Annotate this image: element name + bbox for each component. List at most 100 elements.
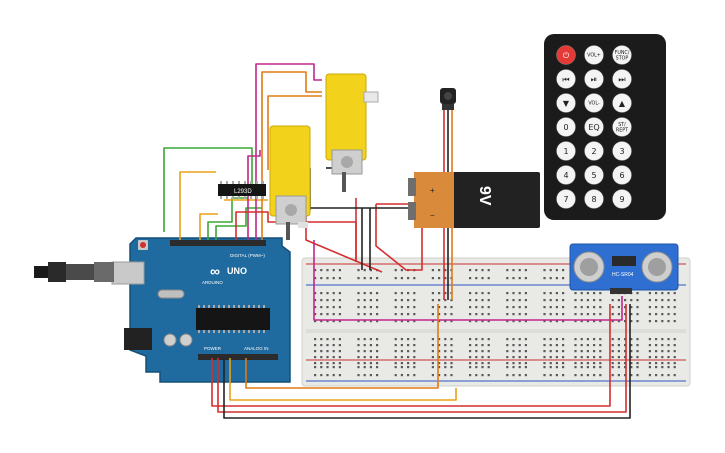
bb-hole[interactable] — [363, 306, 366, 309]
remote-button[interactable]: 2 — [584, 141, 604, 161]
bb-hole[interactable] — [314, 366, 317, 369]
bb-hole[interactable] — [518, 299, 521, 302]
bb-hole[interactable] — [332, 356, 335, 359]
bb-hole[interactable] — [431, 356, 434, 359]
bb-hole[interactable] — [555, 320, 558, 323]
bb-hole[interactable] — [574, 292, 577, 295]
hc-sr04-sensor[interactable]: HC-SR04 — [569, 243, 679, 294]
bb-hole[interactable] — [617, 306, 620, 309]
l293d-driver[interactable]: L293D — [218, 181, 266, 199]
bb-hole[interactable] — [487, 299, 490, 302]
bb-hole[interactable] — [506, 356, 509, 359]
bb-hole[interactable] — [580, 299, 583, 302]
bb-hole[interactable] — [624, 356, 627, 359]
bb-hole[interactable] — [475, 320, 478, 323]
bb-hole[interactable] — [667, 366, 670, 369]
bb-hole[interactable] — [444, 299, 447, 302]
bb-hole[interactable] — [543, 299, 546, 302]
bb-hole[interactable] — [543, 366, 546, 369]
bb-hole[interactable] — [574, 344, 577, 347]
bb-hole[interactable] — [636, 306, 639, 309]
bb-hole[interactable] — [438, 277, 441, 280]
bb-hole[interactable] — [475, 374, 478, 377]
bb-hole[interactable] — [438, 366, 441, 369]
bb-hole[interactable] — [363, 292, 366, 295]
bb-hole[interactable] — [630, 366, 633, 369]
bb-hole[interactable] — [314, 299, 317, 302]
bb-hole[interactable] — [320, 366, 323, 369]
bb-hole[interactable] — [543, 338, 546, 341]
bb-hole[interactable] — [369, 350, 372, 353]
bb-hole[interactable] — [450, 313, 453, 316]
bb-hole[interactable] — [506, 374, 509, 377]
reset-button-cap[interactable] — [140, 242, 146, 248]
bb-hole[interactable] — [444, 366, 447, 369]
bb-hole[interactable] — [599, 366, 602, 369]
bb-hole[interactable] — [314, 350, 317, 353]
bb-hole[interactable] — [469, 320, 472, 323]
bb-hole[interactable] — [376, 292, 379, 295]
bb-hole[interactable] — [363, 374, 366, 377]
bb-hole[interactable] — [512, 277, 515, 280]
bb-hole[interactable] — [407, 362, 410, 365]
bb-hole[interactable] — [636, 299, 639, 302]
bb-hole[interactable] — [673, 356, 676, 359]
bb-hole[interactable] — [673, 313, 676, 316]
bb-hole[interactable] — [481, 306, 484, 309]
remote-button[interactable]: VOL+ — [584, 45, 604, 65]
bb-hole[interactable] — [599, 362, 602, 365]
bb-hole[interactable] — [450, 306, 453, 309]
remote-button-cap[interactable] — [612, 93, 632, 113]
bb-hole[interactable] — [593, 344, 596, 347]
bb-hole[interactable] — [394, 320, 397, 323]
bb-hole[interactable] — [431, 269, 434, 272]
bb-hole[interactable] — [512, 292, 515, 295]
bb-hole[interactable] — [506, 344, 509, 347]
bb-hole[interactable] — [593, 350, 596, 353]
bb-hole[interactable] — [376, 374, 379, 377]
bb-hole[interactable] — [549, 356, 552, 359]
bb-hole[interactable] — [407, 366, 410, 369]
bb-hole[interactable] — [630, 306, 633, 309]
bb-hole[interactable] — [481, 320, 484, 323]
bb-hole[interactable] — [580, 366, 583, 369]
remote-button[interactable]: 9 — [612, 189, 632, 209]
bb-hole[interactable] — [314, 320, 317, 323]
bb-hole[interactable] — [369, 269, 372, 272]
bb-hole[interactable] — [314, 338, 317, 341]
remote-button-cap[interactable] — [556, 117, 576, 137]
bb-hole[interactable] — [617, 320, 620, 323]
bb-hole[interactable] — [630, 299, 633, 302]
bb-hole[interactable] — [338, 299, 341, 302]
bb-hole[interactable] — [555, 277, 558, 280]
bb-hole[interactable] — [469, 362, 472, 365]
bb-hole[interactable] — [394, 374, 397, 377]
bb-hole[interactable] — [667, 299, 670, 302]
bb-hole[interactable] — [518, 292, 521, 295]
bb-hole[interactable] — [661, 362, 664, 365]
bb-hole[interactable] — [487, 277, 490, 280]
bb-hole[interactable] — [475, 350, 478, 353]
bb-hole[interactable] — [543, 292, 546, 295]
bb-hole[interactable] — [599, 374, 602, 377]
bb-hole[interactable] — [655, 338, 658, 341]
bb-hole[interactable] — [332, 362, 335, 365]
bb-hole[interactable] — [438, 356, 441, 359]
bb-hole[interactable] — [326, 269, 329, 272]
bb-hole[interactable] — [518, 320, 521, 323]
bb-hole[interactable] — [655, 362, 658, 365]
bb-hole[interactable] — [400, 350, 403, 353]
bb-hole[interactable] — [611, 356, 614, 359]
remote-button[interactable]: EQ — [584, 117, 604, 137]
bb-hole[interactable] — [487, 320, 490, 323]
bb-hole[interactable] — [481, 374, 484, 377]
bb-hole[interactable] — [487, 362, 490, 365]
bb-hole[interactable] — [357, 313, 360, 316]
bb-hole[interactable] — [512, 269, 515, 272]
bb-hole[interactable] — [338, 292, 341, 295]
bb-hole[interactable] — [599, 313, 602, 316]
bb-hole[interactable] — [320, 344, 323, 347]
bb-hole[interactable] — [524, 320, 527, 323]
bb-hole[interactable] — [599, 320, 602, 323]
bb-hole[interactable] — [475, 292, 478, 295]
